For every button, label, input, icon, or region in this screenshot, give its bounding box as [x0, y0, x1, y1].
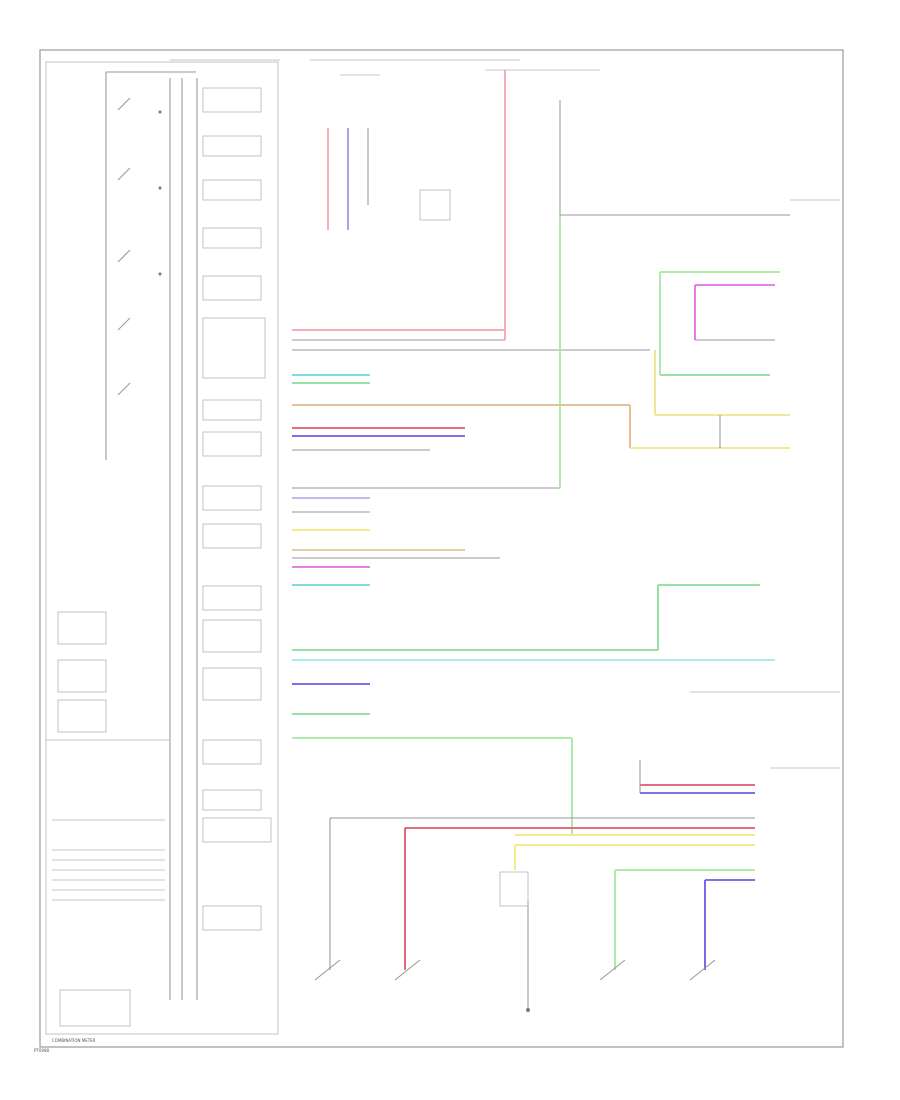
- right-devices: [654, 271, 840, 769]
- sensor-module-box: [499, 871, 529, 907]
- bottom-harness: [314, 760, 755, 1012]
- sensor-box: [419, 189, 451, 221]
- diagram-caption: COMBINATION METER: [52, 1038, 96, 1043]
- meter-internal-switches: [117, 97, 162, 396]
- indicator-stack: [202, 87, 272, 931]
- meter-output-harness: [292, 215, 790, 835]
- meter-power-box: [57, 611, 107, 645]
- figure-code: PT0988: [34, 1048, 50, 1053]
- diagram-frame: [39, 49, 844, 1048]
- combination-meter-block: [45, 59, 280, 1035]
- top-connectors: [310, 59, 840, 340]
